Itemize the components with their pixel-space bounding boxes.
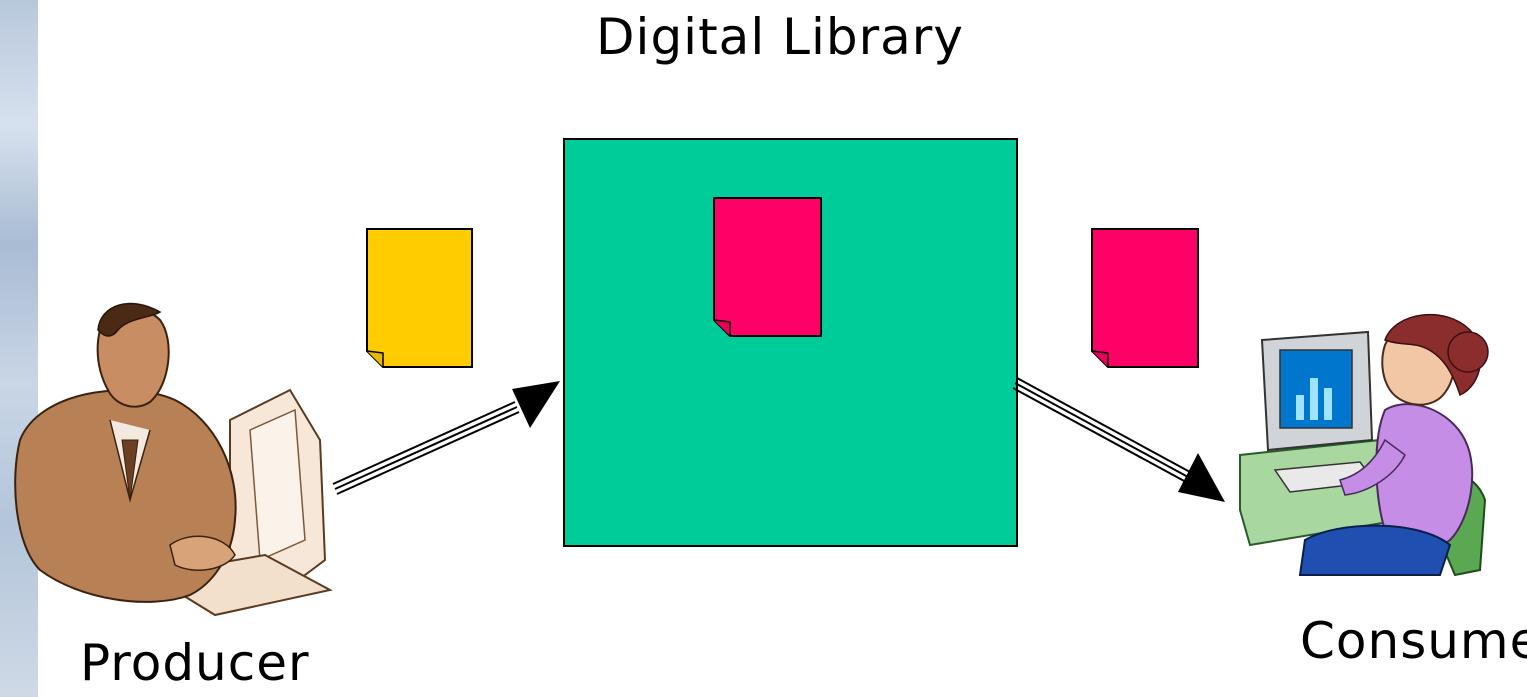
consumer-label: Consumer (1300, 612, 1527, 670)
arrow-library-to-consumer (1012, 377, 1225, 502)
diagram-title: Digital Library (596, 8, 964, 66)
incoming-document-icon (366, 228, 473, 368)
consumer-icon (1239, 313, 1489, 577)
producer-label: Producer (80, 634, 310, 692)
producer-icon (14, 302, 333, 617)
slide-side-strip (0, 0, 38, 697)
outgoing-document-icon (1091, 228, 1199, 368)
arrow-producer-to-library (332, 381, 560, 495)
library-document-icon (713, 197, 822, 337)
